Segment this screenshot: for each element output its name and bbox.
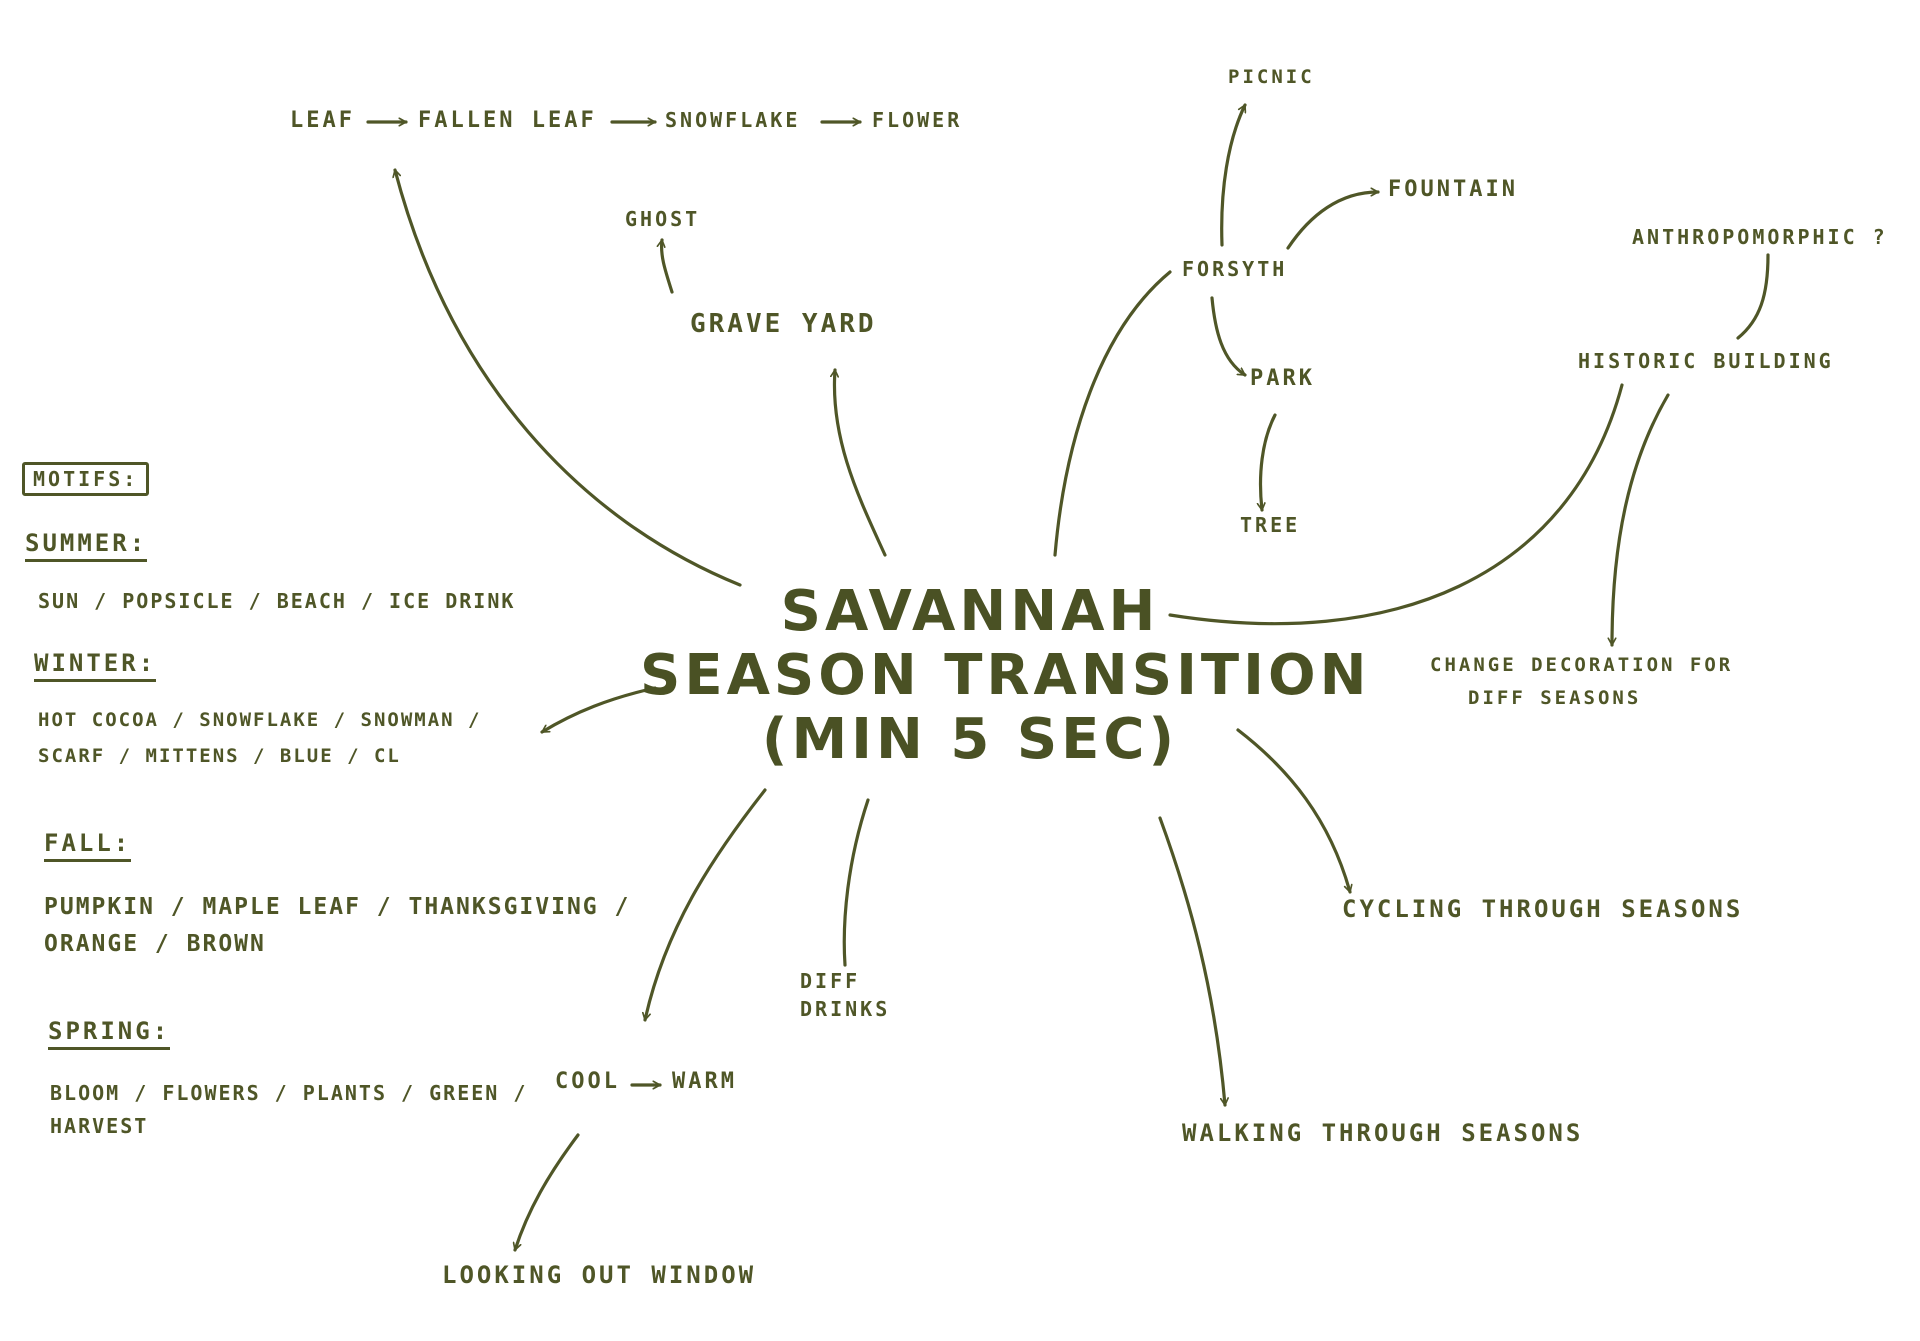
arrow-center-to-forsyth (1053, 270, 1172, 557)
node-anthropomorphic: ANTHROPOMORPHIC ? (1632, 225, 1888, 249)
winter-label-text: WINTER: (34, 649, 157, 682)
fall-label-text: FALL: (44, 829, 132, 862)
motif-spring-label: SPRING: (48, 1017, 171, 1050)
motifs-heading-box: MOTIFS: (22, 462, 150, 496)
chain-fallen-leaf: FALLEN LEAF (418, 108, 597, 133)
motif-summer-label: SUMMER: (25, 529, 148, 562)
node-change-decoration-line-2: DIFF SEASONS (1468, 687, 1642, 709)
node-tree: TREE (1240, 513, 1301, 537)
arrow-center-to-graveyard (834, 368, 887, 557)
arrow-center-to-cool-warm (645, 788, 767, 1022)
arrow-park-to-tree (1261, 413, 1277, 512)
chain-snowflake: SNOWFLAKE (665, 108, 801, 132)
central-topic-line-1: SAVANNAH (780, 579, 1160, 644)
arrow-center-to-drinks (842, 798, 870, 967)
motif-spring-items-line-1: BLOOM / FLOWERS / PLANTS / GREEN / (50, 1081, 528, 1105)
node-picnic: PICNIC (1228, 66, 1315, 88)
motif-fall-items-line-2: ORANGE / BROWN (44, 931, 266, 957)
motif-spring-items-line-2: HARVEST (50, 1114, 149, 1138)
node-walking-through-seasons: WALKING THROUGH SEASONS (1182, 1119, 1584, 1147)
arrow-historic-to-decoration (1612, 393, 1670, 647)
central-topic: SAVANNAH SEASON TRANSITION (MIN 5 SEC) (640, 579, 1371, 772)
motif-winter-label: WINTER: (34, 649, 157, 682)
node-cycling-through-seasons: CYCLING THROUGH SEASONS (1342, 895, 1744, 923)
node-fountain: FOUNTAIN (1388, 177, 1518, 202)
motif-fall-label: FALL: (44, 829, 132, 862)
node-diff-drinks-line-1: DIFF (800, 969, 861, 993)
summer-label-text: SUMMER: (25, 529, 148, 562)
spring-label-text: SPRING: (48, 1017, 171, 1050)
arrow-forsyth-to-park (1210, 296, 1247, 377)
arrow-graveyard-to-ghost (662, 238, 674, 294)
node-cool: COOL (555, 1069, 620, 1094)
motif-winter-items-line-1: HOT COCOA / SNOWFLAKE / SNOWMAN / (38, 709, 482, 731)
chain-flower: FLOWER (872, 108, 963, 132)
central-topic-line-3: (MIN 5 SEC) (761, 707, 1179, 772)
motifs-heading: MOTIFS: (22, 462, 150, 496)
chain-leaf: LEAF (290, 108, 355, 133)
arrow-forsyth-to-fountain (1286, 192, 1380, 250)
node-diff-drinks-line-2: DRINKS (800, 997, 891, 1021)
node-change-decoration-line-1: CHANGE DECORATION FOR (1430, 654, 1734, 676)
arrow-forsyth-to-picnic (1220, 103, 1247, 247)
arrow-center-to-motifs (540, 686, 657, 734)
node-historic-building: HISTORIC BUILDING (1578, 349, 1834, 373)
node-warm: WARM (672, 1069, 737, 1094)
node-park: PARK (1250, 366, 1315, 391)
arrow-center-to-walking (1158, 816, 1225, 1107)
motif-winter-items-line-2: SCARF / MITTENS / BLUE / CL (38, 745, 401, 767)
motif-fall-items-line-1: PUMPKIN / MAPLE LEAF / THANKSGIVING / (44, 894, 631, 920)
node-ghost: GHOST (625, 207, 701, 231)
arrow-historic-to-anthro (1736, 253, 1770, 340)
node-forsyth: FORSYTH (1182, 257, 1288, 281)
node-looking-out-window: LOOKING OUT WINDOW (442, 1261, 757, 1289)
central-topic-line-2: SEASON TRANSITION (640, 643, 1371, 708)
motif-summer-items: SUN / POPSICLE / BEACH / ICE DRINK (38, 589, 516, 613)
arrow-center-to-leaf-chain (395, 168, 742, 587)
arrow-cool-warm-to-window (515, 1133, 580, 1252)
arrow-center-to-cycling (1236, 728, 1350, 894)
arrow-center-to-historic (1168, 383, 1624, 626)
node-grave-yard: GRAVE YARD (690, 309, 877, 339)
